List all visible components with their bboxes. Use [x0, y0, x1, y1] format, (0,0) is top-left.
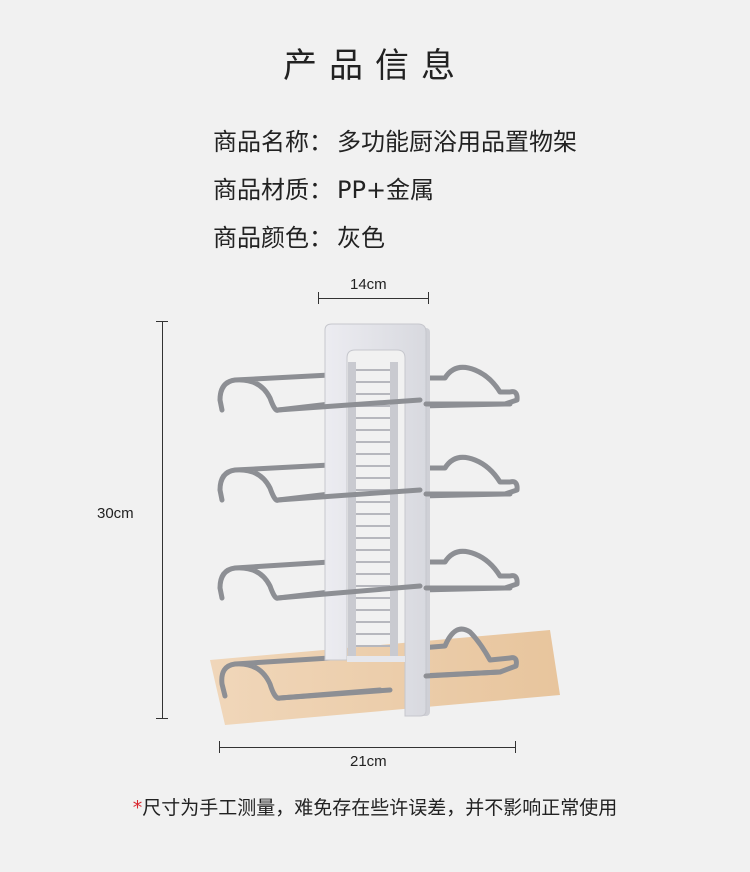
- dimension-depth-line: [219, 747, 516, 748]
- wood-board: [210, 630, 560, 725]
- dimension-tick: [515, 741, 516, 753]
- page-title: 产品信息: [283, 46, 467, 86]
- dimension-tick: [219, 741, 220, 753]
- dimension-height-label: 30cm: [97, 505, 134, 522]
- wire-rails: [275, 397, 513, 701]
- info-row-material: 商品材质：PP+金属: [213, 166, 577, 214]
- info-label: 商品材质：: [213, 176, 333, 204]
- measurement-note: *尺寸为手工测量，难免存在些许误差，并不影响正常使用: [0, 793, 750, 820]
- dimension-width-label: 14cm: [350, 276, 387, 293]
- dimension-tick: [156, 321, 168, 322]
- info-value: 多功能厨浴用品置物架: [337, 128, 577, 156]
- dimension-tick: [156, 718, 168, 719]
- info-value: PP+金属: [337, 176, 435, 204]
- dimension-tick: [318, 292, 319, 304]
- info-value: 灰色: [337, 224, 385, 252]
- dimension-tick: [428, 292, 429, 304]
- info-row-name: 商品名称：多功能厨浴用品置物架: [213, 118, 577, 166]
- dimension-width-line: [318, 298, 429, 299]
- product-rack-image: [210, 323, 560, 725]
- info-row-color: 商品颜色：灰色: [213, 214, 577, 262]
- note-text: 尺寸为手工测量，难免存在些许误差，并不影响正常使用: [142, 797, 618, 819]
- dimension-height-line: [162, 321, 163, 719]
- info-label: 商品颜色：: [213, 224, 333, 252]
- note-asterisk: *: [132, 797, 143, 819]
- rack-frame: [324, 323, 430, 717]
- product-info: 商品名称：多功能厨浴用品置物架 商品材质：PP+金属 商品颜色：灰色: [213, 118, 577, 262]
- dimension-depth-label: 21cm: [350, 753, 387, 770]
- info-label: 商品名称：: [213, 128, 333, 156]
